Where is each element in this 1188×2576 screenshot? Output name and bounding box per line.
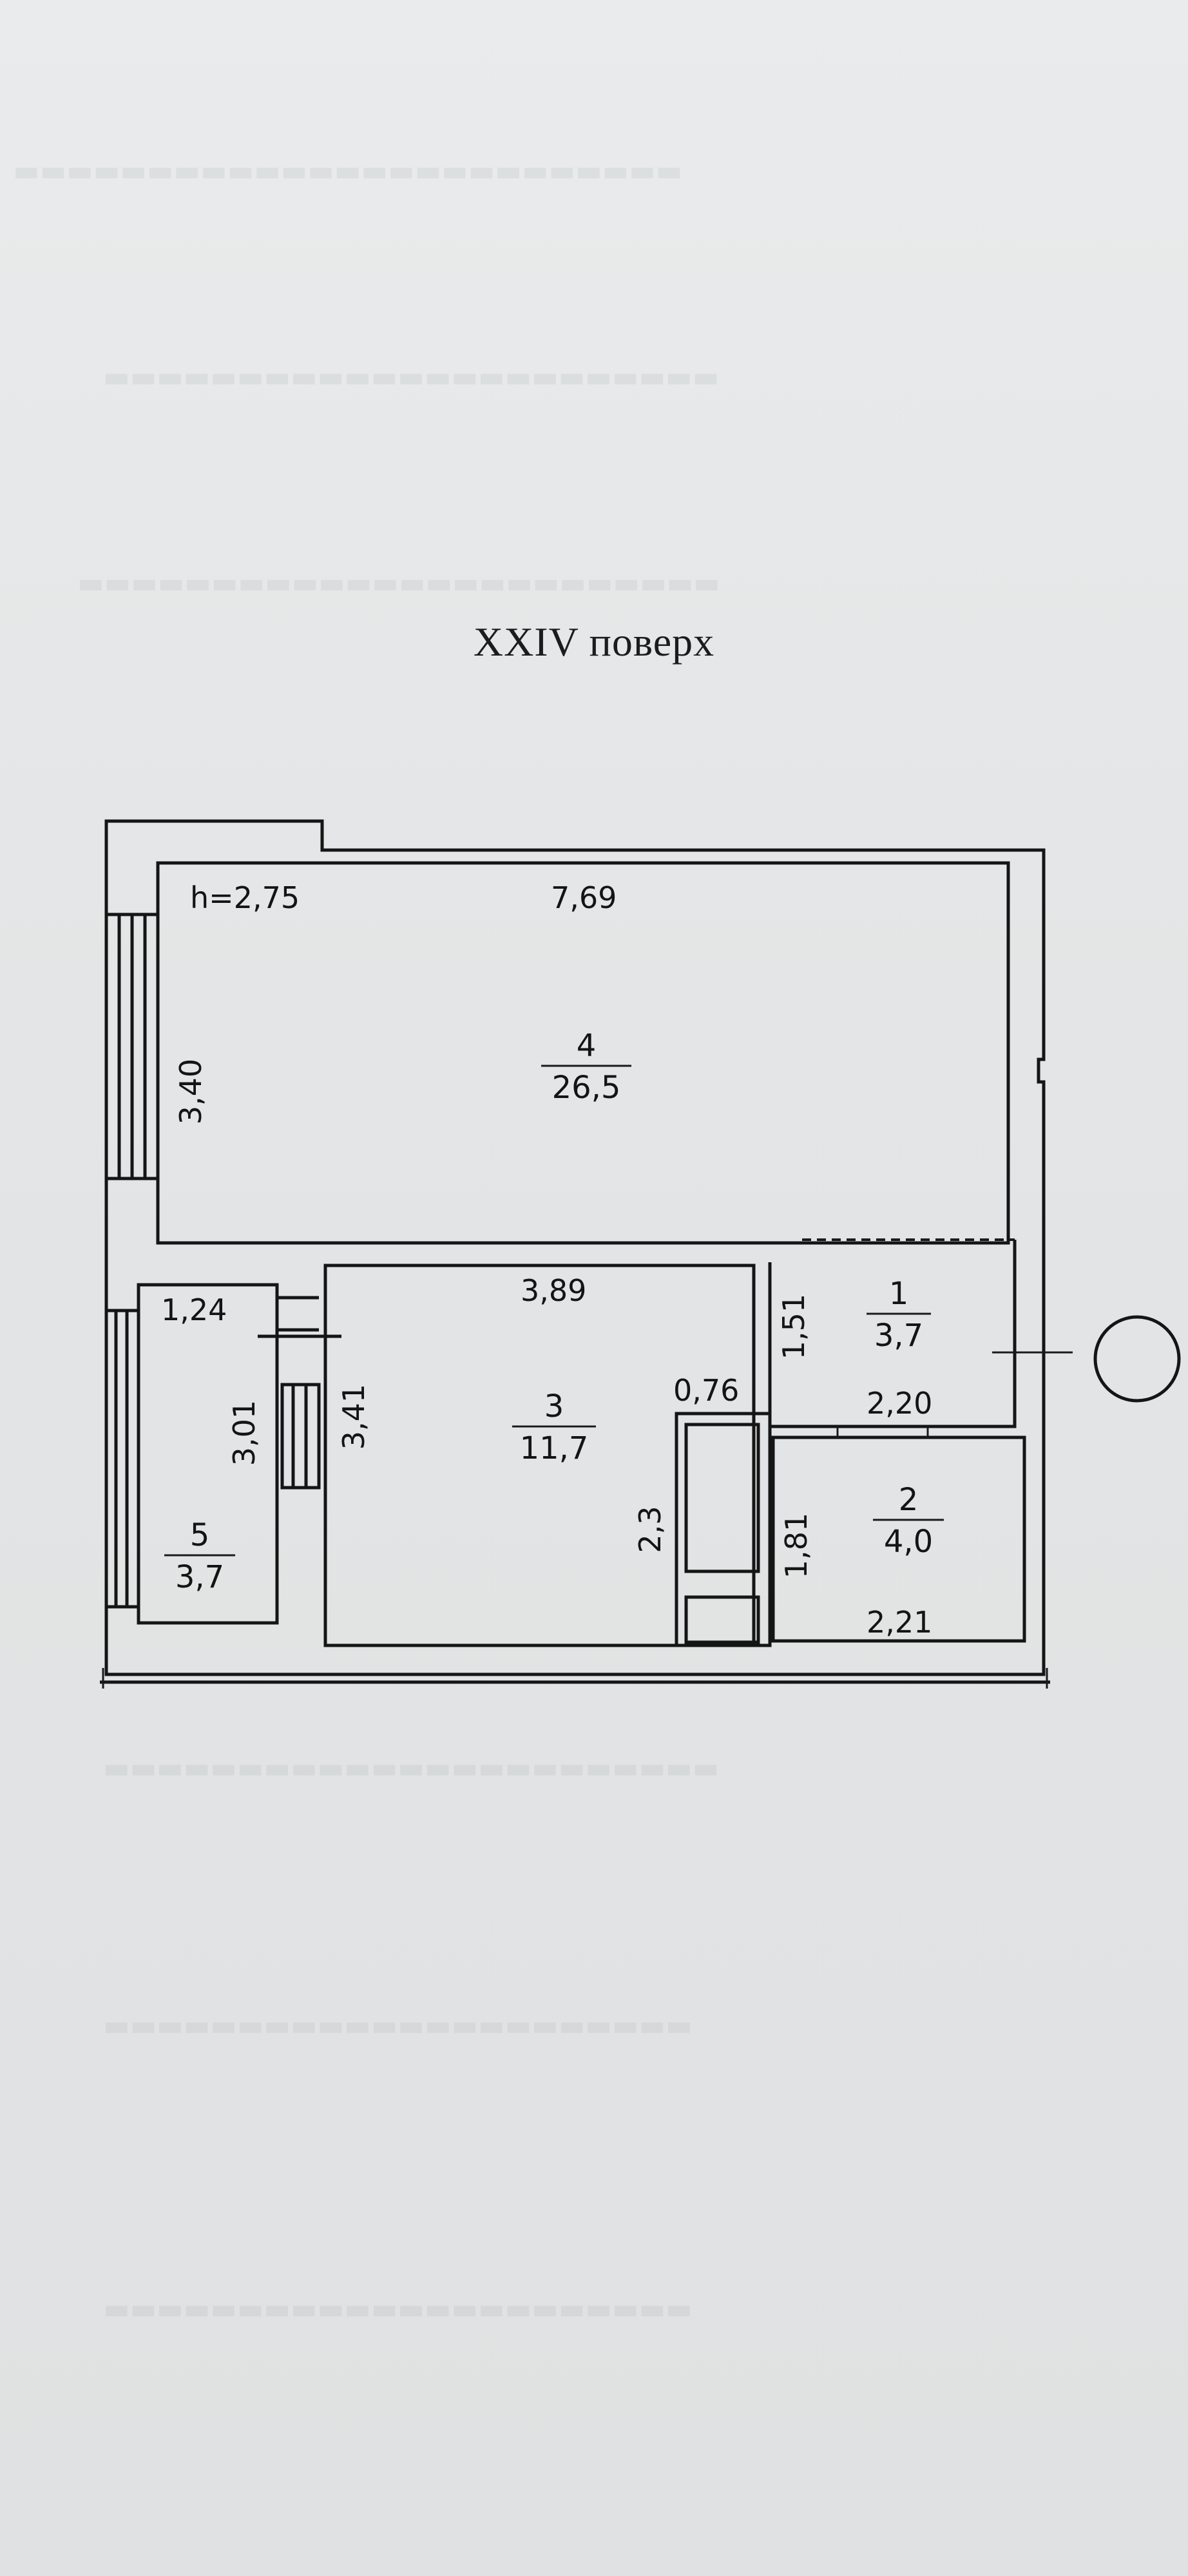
room-2-number: 2: [899, 1482, 919, 1518]
room-3-number: 3: [544, 1388, 564, 1425]
room-3-depth-label: 3,41: [336, 1384, 371, 1450]
niche-inner-lower: [684, 1595, 760, 1644]
outer-wall: [104, 819, 1046, 1676]
window-lower-left: [106, 1309, 139, 1609]
room-1-width-label: 2,20: [867, 1386, 932, 1421]
room-5-outline: [137, 1283, 279, 1625]
niche-width-label: 0,76: [673, 1373, 739, 1408]
room-3-width-label: 3,89: [521, 1273, 586, 1308]
bleed-through-texture: ▬▬▬▬▬▬▬▬▬▬▬▬▬▬▬▬▬▬▬▬▬▬: [103, 2009, 693, 2042]
entrance-circle: [1093, 1315, 1181, 1403]
room-2-outline: [771, 1435, 1026, 1643]
room-4-number: 4: [577, 1028, 597, 1064]
floor-title: XXIV поверх: [473, 619, 715, 665]
room-2-width-label: 2,21: [867, 1605, 932, 1640]
niche-depth-label: 2,3: [633, 1506, 667, 1553]
bleed-through-texture: ▬▬▬▬▬▬▬▬▬▬▬▬▬▬▬▬▬▬▬▬▬▬▬▬▬: [13, 155, 683, 187]
bleed-through-texture: ▬▬▬▬▬▬▬▬▬▬▬▬▬▬▬▬▬▬▬▬▬▬▬: [103, 361, 720, 393]
room-4-area: 26,5: [552, 1070, 621, 1106]
room-2-depth-label: 1,81: [779, 1513, 814, 1578]
room-1-depth-label: 1,51: [776, 1294, 811, 1359]
room-1-number: 1: [889, 1276, 909, 1312]
niche-inner-upper: [684, 1423, 760, 1573]
room-5-width-label: 1,24: [161, 1293, 227, 1327]
room-4-outline: [156, 861, 1010, 1245]
window-upper-left: [106, 913, 158, 1180]
room-2-area: 4,0: [884, 1524, 933, 1560]
room-5-french-door: [280, 1383, 321, 1490]
room-3-area: 11,7: [520, 1430, 589, 1466]
niche-outer: [675, 1412, 772, 1647]
bleed-through-texture: ▬▬▬▬▬▬▬▬▬▬▬▬▬▬▬▬▬▬▬▬▬▬: [103, 2293, 693, 2325]
room-1-outline: [768, 1240, 1017, 1428]
room-5-number: 5: [190, 1517, 210, 1553]
ceiling-height-label: h=2,75: [190, 880, 300, 915]
room-1-area: 3,7: [874, 1318, 923, 1354]
room-4-depth-label: 3,40: [173, 1059, 208, 1124]
room-5-area: 3,7: [175, 1559, 224, 1595]
bleed-through-texture: ▬▬▬▬▬▬▬▬▬▬▬▬▬▬▬▬▬▬▬▬▬▬▬▬: [77, 567, 720, 600]
bleed-through-texture: ▬▬▬▬▬▬▬▬▬▬▬▬▬▬▬▬▬▬▬▬▬▬▬: [103, 1752, 720, 1785]
room-5-door: [258, 1296, 341, 1338]
room-5-depth-label: 3,01: [227, 1400, 262, 1466]
room-4-width-label: 7,69: [551, 880, 617, 915]
